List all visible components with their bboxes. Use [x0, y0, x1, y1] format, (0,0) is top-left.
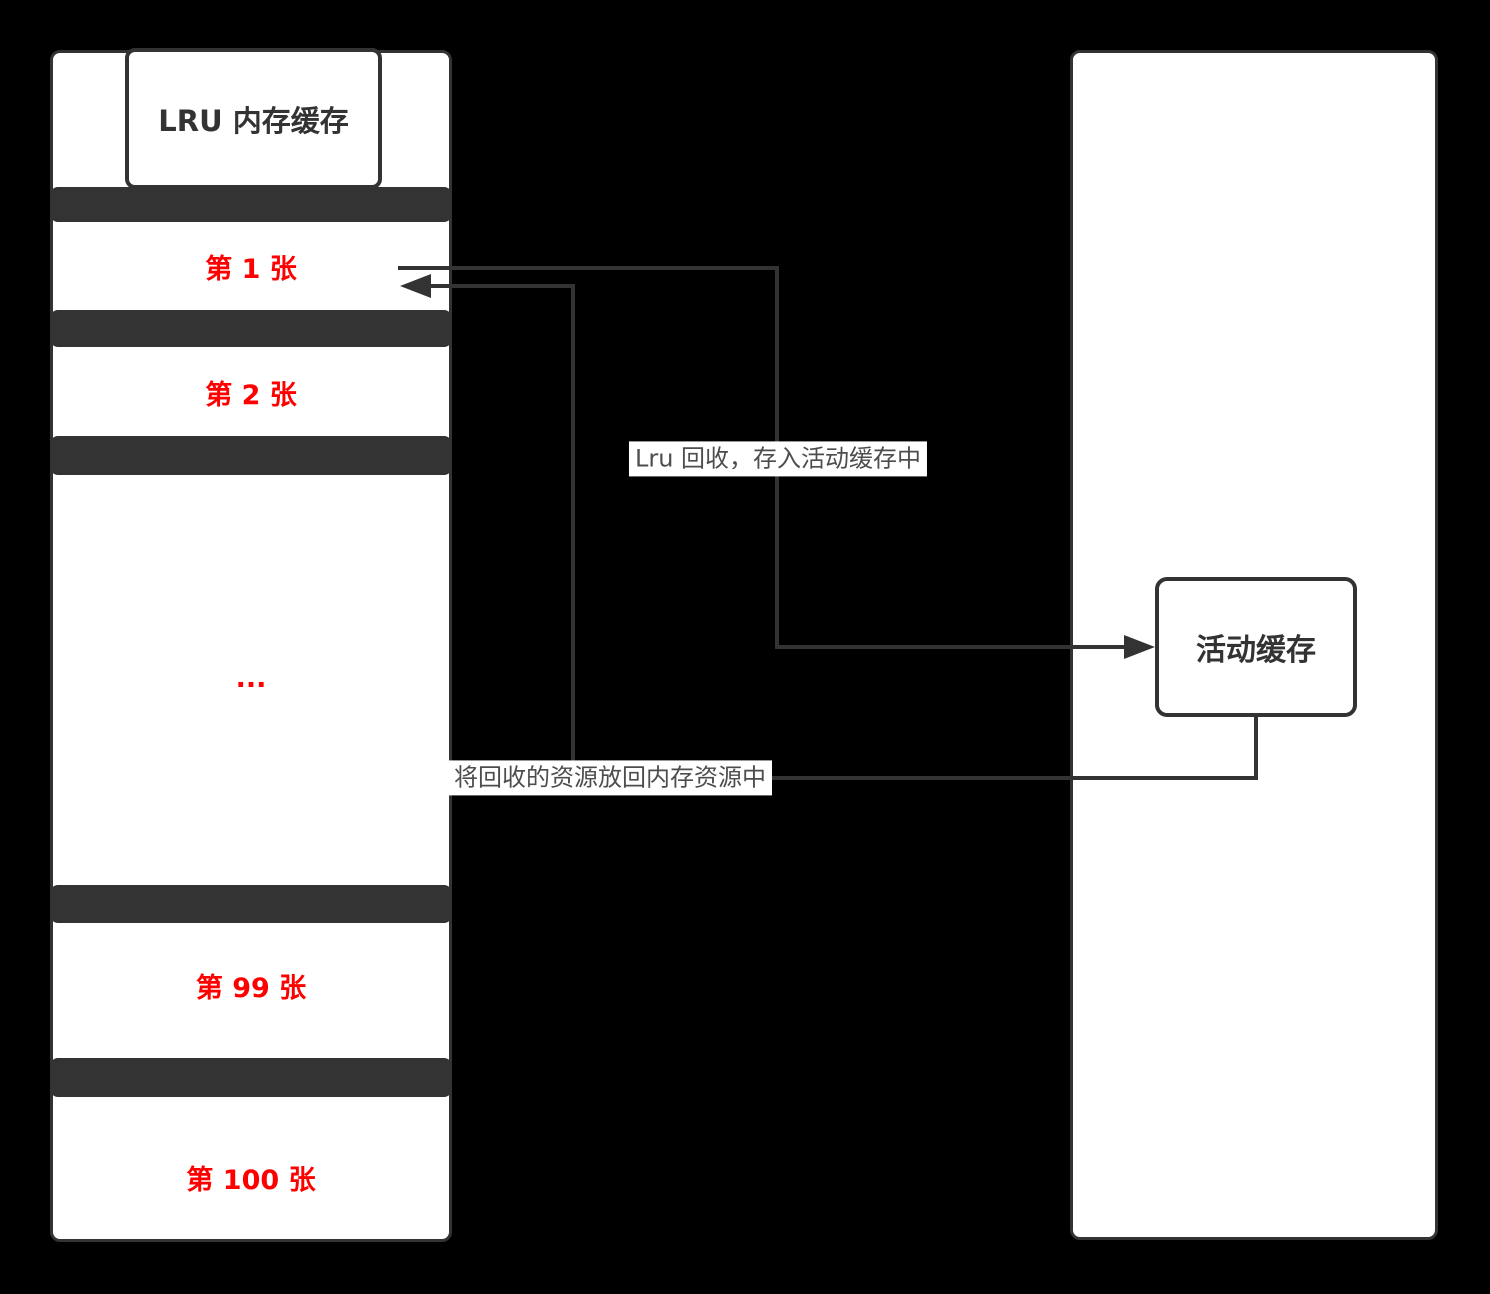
cache-slot-2: 第 2 张: [205, 380, 297, 411]
edge-active-to-lru-segment-v1: [1254, 715, 1258, 780]
divider-bar-2: [50, 310, 452, 347]
edge-active-to-lru-segment-v2: [571, 284, 575, 780]
edge-active-to-lru-segment-h1: [573, 776, 1258, 780]
edge-lru-to-active-segment-h1: [398, 266, 779, 270]
edge-lru-to-active-label: Lru 回收，存入活动缓存中: [628, 441, 928, 477]
divider-bar-3: [50, 436, 452, 475]
divider-bar-5: [50, 1058, 452, 1097]
lru-title: LRU 内存缓存: [158, 103, 349, 138]
cache-slot-100: 第 100 张: [186, 1165, 316, 1196]
edge-lru-to-active-segment-h2: [775, 645, 1126, 649]
cache-slot-99: 第 99 张: [195, 973, 307, 1004]
active-cache-box: 活动缓存: [1155, 577, 1357, 717]
lru-title-box: LRU 内存缓存: [125, 48, 382, 189]
active-cache-label: 活动缓存: [1196, 633, 1316, 668]
arrowhead-left-icon: [400, 274, 431, 298]
arrowhead-right-icon: [1124, 635, 1155, 659]
lru-cache-panel: LRU 内存缓存 第 1 张 第 2 张 ... 第 99 张 第 100 张: [50, 48, 452, 1242]
edge-active-to-lru-label: 将回收的资源放回内存资源中: [448, 760, 772, 796]
cache-slot-ellipsis: ...: [235, 663, 267, 694]
cache-slot-1: 第 1 张: [205, 254, 297, 285]
divider-bar-4: [50, 885, 452, 923]
edge-active-to-lru-segment-h2: [430, 284, 575, 288]
divider-bar-1: [50, 187, 452, 222]
